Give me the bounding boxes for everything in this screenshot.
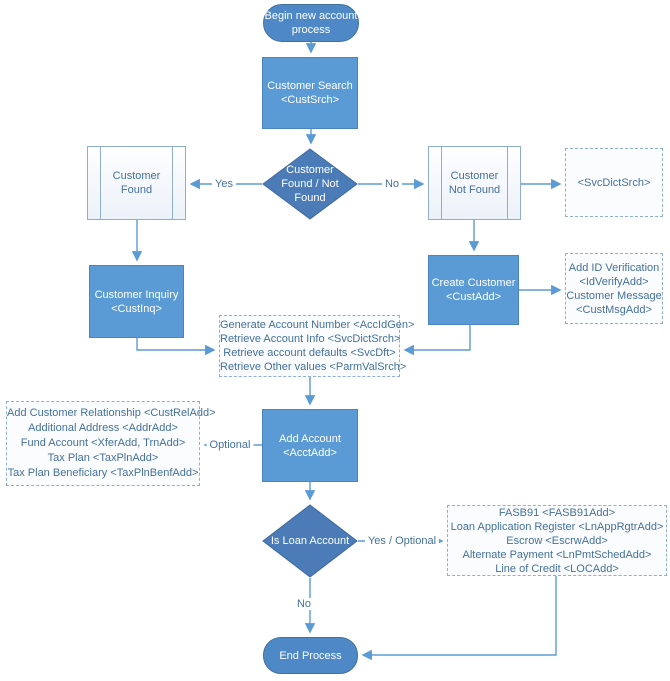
diamond-shape [262, 504, 358, 578]
edge-label-yes: Yes [212, 178, 236, 190]
node-customer-search: Customer Search <CustSrch> [262, 57, 358, 129]
node-label-line: Generate Account Number <AccIdGen> [220, 319, 415, 331]
edge-label-no-2: No [293, 598, 315, 610]
node-label-line: Retrieve account defaults <SvcDft> [223, 347, 396, 359]
node-customer-not-found: Customer Not Found [428, 146, 521, 220]
node-label: <SvcDictSrch> [577, 176, 651, 189]
node-decision-customer-found: Customer Found / Not Found [262, 148, 358, 220]
node-label-line: Customer Message [566, 289, 662, 302]
node-customer-found: Customer Found [87, 146, 186, 220]
node-label-line: Customer Inquiry [94, 288, 179, 301]
node-label: Customer Found [112, 170, 161, 196]
node-id-verification-adds: Add ID Verification <IdVerifyAdd> Custom… [565, 253, 663, 324]
node-label-line: Add ID Verification [568, 261, 660, 274]
node-label-line: Alternate Payment <LnPmtSchedAdd> [462, 548, 652, 561]
predefined-process-bar [172, 147, 173, 219]
node-generate-account-steps: Generate Account Number <AccIdGen> Retri… [219, 315, 415, 377]
node-label: Customer Found / Not Found [281, 164, 339, 204]
node-label-line: Tax Plan Beneficiary <TaxPlnBenfAdd> [7, 467, 199, 479]
node-label-line: Tax Plan <TaxPlnAdd> [47, 452, 159, 464]
node-label-line: Retrieve Account Info <SvcDictSrch> [220, 333, 401, 345]
node-label: Begin new account process [264, 10, 358, 36]
node-create-customer: Create Customer <CustAdd> [428, 255, 519, 325]
connector-inquiry-to-generate [136, 338, 216, 356]
node-add-account: Add Account <AcctAdd> [262, 409, 358, 482]
node-label-line: FASB91 <FASB91Add> [498, 506, 616, 519]
node-label-line: Additional Address <AddrAdd> [28, 422, 178, 434]
diamond-shape [262, 148, 358, 220]
node-label-line: Line of Credit <LOCAdd> [495, 562, 619, 575]
node-label-line: Customer Search [267, 80, 353, 92]
connector-loanadds-to-end [361, 576, 557, 661]
node-label-line: Loan Application Register <LnAppRgtrAdd> [450, 520, 664, 533]
node-label: Customer Not Found [448, 170, 501, 196]
node-optional-adds: Add Customer Relationship <CustRelAdd> A… [6, 401, 216, 486]
predefined-process-bar [507, 147, 508, 219]
edge-label-optional: Optional [206, 439, 254, 451]
node-end-process: End Process [263, 637, 358, 674]
node-decision-is-loan: Is Loan Account [262, 504, 358, 578]
edge-label-no: No [381, 178, 403, 190]
node-label-line: Add Account [279, 432, 341, 445]
node-label-line: Create Customer [431, 277, 516, 289]
node-label: Is Loan Account [270, 535, 350, 547]
node-label-line: <AcctAdd> [283, 446, 337, 459]
node-label-line: <IdVerifyAdd> [579, 275, 649, 288]
node-label-line: <CustInq> [111, 302, 162, 315]
connector-create-to-generate [403, 325, 471, 356]
predefined-process-bar [100, 147, 101, 219]
edge-label-yes-optional: Yes / Optional [364, 535, 440, 547]
node-svcdictsrch: <SvcDictSrch> [565, 148, 663, 217]
node-label-line: Retrieve Other values <ParmValSrch> [220, 361, 407, 373]
node-label: End Process [279, 649, 342, 662]
node-customer-inquiry: Customer Inquiry <CustInq> [89, 265, 184, 338]
node-begin-process: Begin new account process [263, 4, 359, 42]
node-label-line: Add Customer Relationship <CustRelAdd> [7, 407, 216, 419]
node-loan-adds: FASB91 <FASB91Add> Loan Application Regi… [447, 505, 667, 576]
node-label-line: Escrow <EscrwAdd> [506, 534, 608, 547]
predefined-process-bar [441, 147, 442, 219]
node-label-line: <CustSrch> [280, 94, 340, 106]
node-label-line: Fund Account <XferAdd, TrnAdd> [20, 437, 186, 449]
node-label-line: <CustMsgAdd> [576, 303, 652, 316]
node-label-line: <CustAdd> [445, 291, 502, 303]
